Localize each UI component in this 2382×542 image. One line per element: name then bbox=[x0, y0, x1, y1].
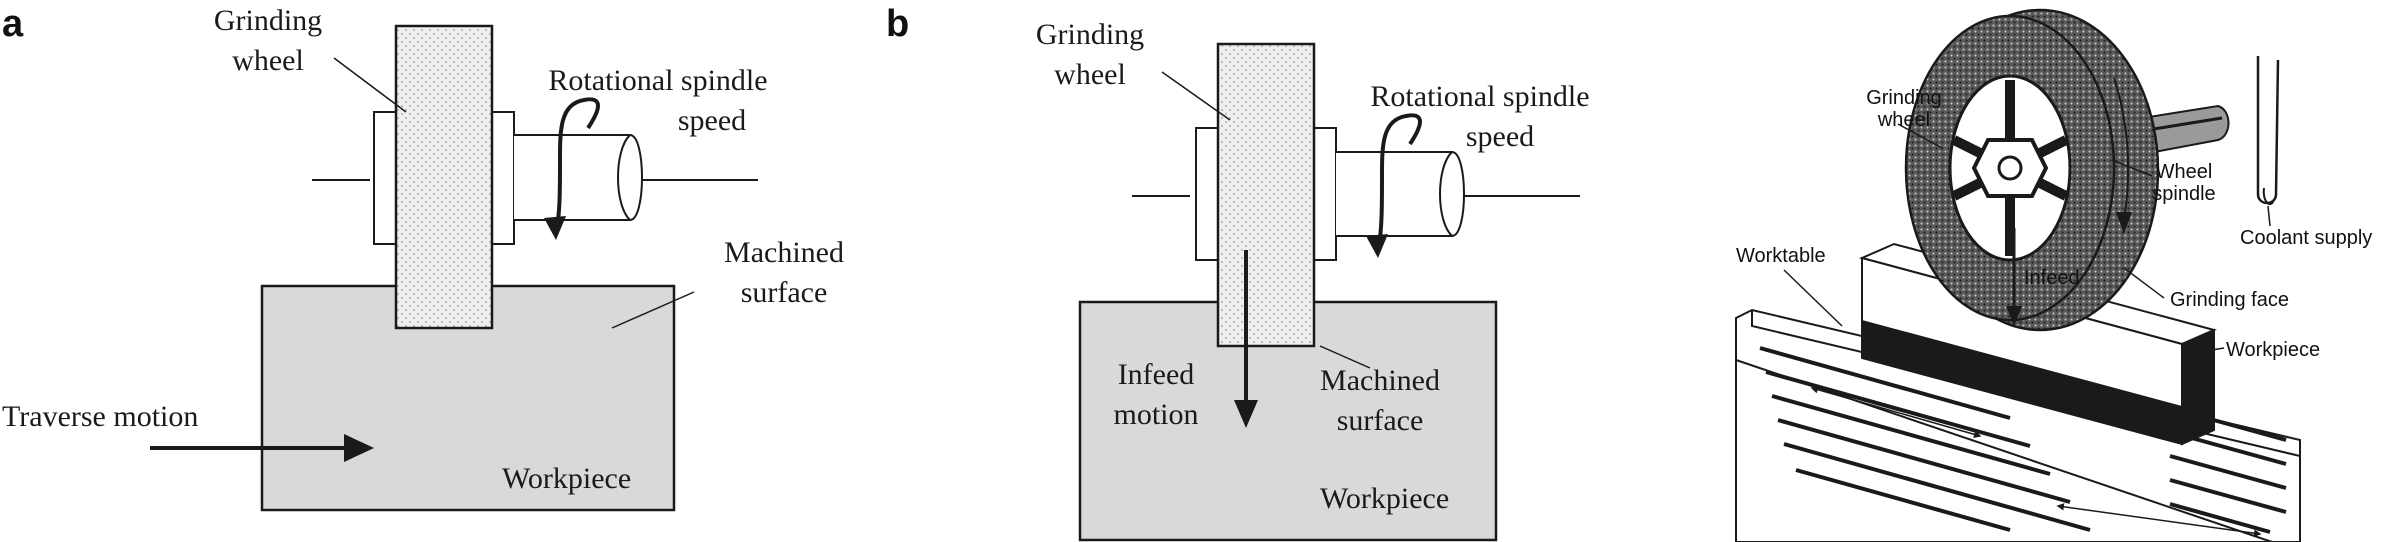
panel-a-grinding-wheel bbox=[394, 24, 494, 330]
panel-a-spindle-speed-label-2: speed bbox=[678, 104, 746, 137]
panel-c-infeed-label: Infeed bbox=[2024, 267, 2080, 289]
panel-c-spindle-leader bbox=[2111, 159, 2153, 177]
panel-b-grinding-wheel bbox=[1216, 42, 1316, 348]
panel-c-coolant-nozzle bbox=[2256, 56, 2280, 205]
panel-a: a Grinding wheel Rotational spindle spee… bbox=[2, 3, 844, 512]
panel-b-grinding-wheel-label-2: wheel bbox=[1054, 58, 1126, 91]
panel-a-traverse-head bbox=[344, 434, 374, 462]
panel-a-traverse-label: Traverse motion bbox=[2, 400, 198, 433]
panel-b-wheel-leader bbox=[1161, 71, 1231, 121]
panel-b-spindle bbox=[1336, 151, 1465, 237]
panel-b: b Grinding wheel Rotational spindle spee… bbox=[886, 3, 1590, 542]
panel-c: Grinding wheel Wheel spindle Coolant sup… bbox=[1735, 8, 2372, 542]
panel-b-infeed-label-1: Infeed bbox=[1118, 358, 1195, 391]
panel-c-wheel-leader bbox=[1897, 123, 1943, 149]
panel-c-workpiece-shadow bbox=[1862, 320, 2182, 444]
panel-a-rotation-head bbox=[544, 216, 566, 240]
panel-b-rotation-arrow bbox=[1376, 113, 1422, 251]
panel-a-spindle bbox=[514, 134, 643, 221]
panel-a-wheel-leader bbox=[333, 57, 407, 113]
panel-c-infeed-head bbox=[2006, 306, 2022, 326]
panel-b-grinding-wheel-label-1: Grinding bbox=[1036, 18, 1144, 51]
panel-c-coolant-label: Coolant supply bbox=[2240, 227, 2372, 249]
panel-a-rotation-arrow bbox=[554, 97, 600, 233]
panel-c-wheel-spindle-label-1: Wheel bbox=[2156, 161, 2213, 183]
panel-a-spindle-end bbox=[617, 134, 631, 221]
panel-a-flange-left bbox=[373, 111, 397, 245]
panel-c-wheel-center bbox=[1997, 155, 2023, 181]
panel-a-flange-right bbox=[491, 111, 515, 245]
panel-b-spindle-speed-label-1: Rotational spindle bbox=[1370, 80, 1589, 113]
panel-c-rotation-head bbox=[2116, 212, 2132, 234]
panel-b-infeed-label-2: motion bbox=[1113, 398, 1198, 431]
panel-c-rotation-arrow bbox=[2113, 77, 2130, 221]
panel-b-flange-right bbox=[1313, 127, 1337, 261]
panel-c-grinding-face-label: Grinding face bbox=[2170, 289, 2289, 311]
panel-a-machined-surface-label-2: surface bbox=[741, 276, 828, 309]
panel-a-workpiece-label: Workpiece bbox=[502, 462, 631, 495]
panel-b-spindle-end bbox=[1439, 151, 1453, 237]
panel-a-grinding-wheel-label-2: wheel bbox=[232, 44, 304, 77]
panel-b-machined-surface-label-2: surface bbox=[1337, 404, 1424, 437]
panel-b-rotation-head bbox=[1366, 234, 1388, 258]
panel-c-coolant-tip bbox=[2262, 187, 2275, 206]
panel-a-grinding-wheel-label-1: Grinding bbox=[214, 4, 322, 37]
panel-c-worktable bbox=[1735, 308, 2301, 542]
panel-a-spindle-speed-label-1: Rotational spindle bbox=[548, 64, 767, 97]
panel-c-worktable-leader bbox=[1783, 269, 1843, 327]
panel-c-grinding-wheel-label-2: wheel bbox=[1877, 109, 1930, 131]
panel-c-worktable-edge bbox=[1735, 318, 2273, 542]
panel-b-spindle-speed-label-2: speed bbox=[1466, 120, 1534, 153]
panel-b-surface-leader bbox=[1319, 345, 1371, 369]
panel-b-infeed-head bbox=[1234, 400, 1258, 428]
panel-c-coolant-leader bbox=[2267, 205, 2271, 227]
panel-c-face-leader bbox=[2123, 267, 2165, 299]
panel-b-flange-left bbox=[1195, 127, 1219, 261]
panel-c-grinding-wheel-label-1: Grinding bbox=[1866, 87, 1942, 109]
panel-c-workpiece-end bbox=[2181, 328, 2215, 446]
panel-c-worktable-label: Worktable bbox=[1736, 245, 1826, 267]
panel-a-surface-leader bbox=[611, 291, 695, 329]
panel-c-table-arrow-2 bbox=[2056, 503, 2262, 537]
panel-c-workpiece-leader bbox=[2187, 347, 2225, 355]
panel-b-machined-surface-label-1: Machined bbox=[1320, 364, 1440, 397]
panel-a-machined-surface-label-1: Machined bbox=[724, 236, 844, 269]
panel-c-table-arrow-1 bbox=[1810, 386, 1982, 438]
panel-c-wheel-spindle-label-2: spindle bbox=[2152, 183, 2215, 205]
panel-c-workpiece-label: Workpiece bbox=[2226, 339, 2320, 361]
panel-a-letter: a bbox=[2, 3, 24, 45]
panel-b-workpiece-label: Workpiece bbox=[1320, 482, 1449, 515]
panel-b-letter: b bbox=[886, 3, 909, 45]
